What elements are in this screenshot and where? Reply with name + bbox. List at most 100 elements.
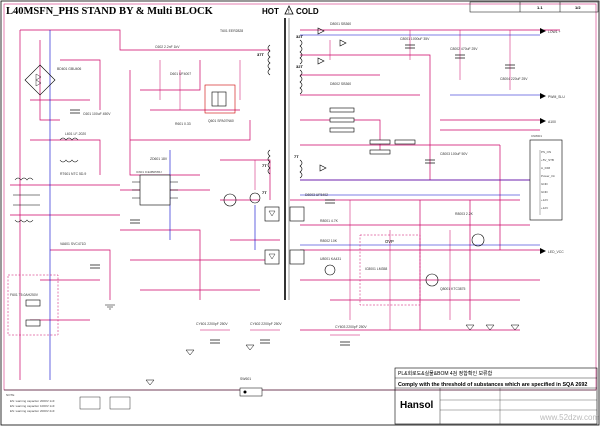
part-label: CY602 2200pF 250V	[250, 322, 282, 326]
svg-text:LED_VCC: LED_VCC	[548, 250, 564, 254]
ovp-label: OVP	[385, 239, 394, 244]
warning-triangle-icon: !	[284, 5, 294, 15]
winding-label-6: 7T	[262, 190, 267, 195]
revision-label: 1.1	[537, 5, 543, 10]
winding-label-4: 7T	[294, 154, 299, 159]
sheet-label: 1/2	[575, 5, 581, 10]
part-label: VA601 SVC471D	[60, 242, 86, 246]
notes-block: NOTE ES: warning capacitor 2000V 1nF ES:…	[6, 393, 131, 413]
svg-text:ES: warning capacitor 1000V 1n: ES: warning capacitor 1000V 1nF	[10, 404, 55, 408]
part-labels: BD601 GBU406 C601 100uF 450V T601 EER282…	[10, 22, 528, 381]
winding-label-3: 32T	[296, 64, 303, 69]
svg-text:PWM_SLU: PWM_SLU	[548, 95, 565, 99]
winding-label-1: 37T	[257, 52, 264, 57]
svg-text:NOTE: NOTE	[6, 393, 14, 397]
part-label: BD601 GBU406	[57, 67, 81, 71]
part-label: C8003 100uF 50V	[440, 152, 468, 156]
part-label: C601 100uF 450V	[83, 112, 111, 116]
watermark: www.52dzw.com	[539, 413, 599, 422]
part-label: D8003 UF5402	[305, 193, 328, 197]
cold-label: COLD	[296, 7, 319, 16]
connector-pin-4: Power_On	[541, 174, 556, 178]
connector-pin-5: GND	[541, 182, 549, 186]
primary-wiring	[10, 29, 280, 380]
connector-pin-6: GND	[541, 190, 549, 194]
output-label-1: LOW1 +	[540, 28, 561, 34]
part-label: T601 EER2828	[220, 29, 243, 33]
part-label: U8001 KA431	[320, 257, 341, 261]
optocoupler-2	[264, 249, 305, 265]
connector-pin-7: +12V	[541, 198, 548, 202]
input-filter-block	[7, 274, 59, 336]
svg-text:!: !	[288, 9, 290, 15]
main-transformer: 37T 32T 32T 7T 7T 7T	[257, 34, 303, 195]
part-label: IC8001 LM358	[365, 267, 387, 271]
optocoupler-1	[264, 206, 305, 222]
pwm-controller-ic: IC601 ICE3B0565J	[132, 170, 178, 206]
svg-text:LOW1 +: LOW1 +	[548, 30, 561, 34]
svg-text:ES: warning capacitor 2000V 2n: ES: warning capacitor 2000V 2nF	[10, 409, 55, 413]
connector-pin-2: +5V_STB	[541, 158, 554, 162]
part-label: CY601 2200pF 250V	[196, 322, 228, 326]
fuse	[25, 299, 41, 327]
frame-border	[3, 3, 597, 391]
mosfet-q601	[204, 84, 236, 114]
part-label: R8002 10K	[320, 239, 338, 243]
y-capacitors	[200, 329, 360, 346]
part-label: D8001 SB360	[330, 22, 351, 26]
winding-label-2: 32T	[296, 34, 303, 39]
page-title: L40MSFN_PHS STAND BY & Multi BLOCK	[6, 6, 214, 17]
ground-symbols	[105, 304, 520, 386]
part-label: F601 T5.0AH250V	[10, 293, 39, 297]
secondary-rectifiers	[317, 27, 416, 172]
transistor-q8003	[324, 264, 336, 276]
part-label: C8004 220uF 25V	[500, 77, 528, 81]
hot-label: HOT	[262, 7, 279, 16]
part-label: ZD601 18V	[150, 157, 168, 161]
transistor-q8002	[471, 233, 485, 247]
transistor-q2	[249, 192, 261, 204]
output-label-3: A100	[540, 118, 556, 124]
company-logo: Hansol	[400, 400, 434, 411]
part-label: D8002 SB360	[330, 82, 351, 86]
part-label: RT601 NTC 5D-9	[60, 172, 86, 176]
common-mode-choke	[13, 137, 79, 223]
control-bus	[49, 30, 540, 380]
part-label: C602 2.2nF 1kV	[155, 45, 180, 49]
part-label: C8001 1000uF 35V	[400, 37, 430, 41]
part-label: R8003 2.2K	[455, 212, 474, 216]
part-label: C8002 470uF 25V	[450, 47, 478, 51]
pwm-controller-label: IC601 ICE3B0565J	[136, 170, 162, 174]
transistor-q1	[223, 193, 237, 207]
notice-text: PL&회로도&실물&BOM 4검 정합확인 보류함	[398, 370, 493, 377]
connector-label: CN8001	[531, 134, 542, 138]
connector-pin-3: A_DIM	[541, 166, 551, 170]
svg-text:A100: A100	[548, 120, 556, 124]
standby-switch	[239, 387, 263, 397]
compliance-text: Comply with the threshold of substances …	[398, 382, 587, 388]
part-label: D601 UF4007	[170, 72, 191, 76]
part-label: Q8001 KTC3875	[440, 287, 466, 291]
part-label: Q601 SPA07N60	[208, 119, 234, 123]
bridge-rectifier	[24, 64, 56, 96]
transistor-q8001	[425, 273, 439, 287]
output-label-4: LED_VCC	[540, 248, 564, 254]
part-label: L601 LF-2020	[65, 132, 86, 136]
part-label: R601 0.33	[175, 122, 191, 126]
revision-box: 1.1 1/2	[469, 1, 599, 13]
output-connector: CN8001 PS_ON +5V_STB A_DIM Power_On GND …	[529, 134, 563, 221]
part-label: SW601	[240, 377, 251, 381]
filter-capacitors	[70, 44, 515, 269]
output-label-2: PWM_SLU	[540, 93, 565, 99]
connector-pin-1: PS_ON	[541, 150, 551, 154]
winding-label-5: 7T	[262, 163, 267, 168]
connector-pin-8: +12V	[541, 206, 548, 210]
svg-text:ES: warning capacitor 2000V 1n: ES: warning capacitor 2000V 1nF	[10, 399, 55, 403]
part-label: R8001 4.7K	[320, 219, 339, 223]
ovp-block	[359, 234, 421, 306]
title-block: PL&회로도&실물&BOM 4검 정합확인 보류함 Comply with th…	[394, 367, 598, 425]
part-label: CY603 2200pF 250V	[335, 325, 367, 329]
